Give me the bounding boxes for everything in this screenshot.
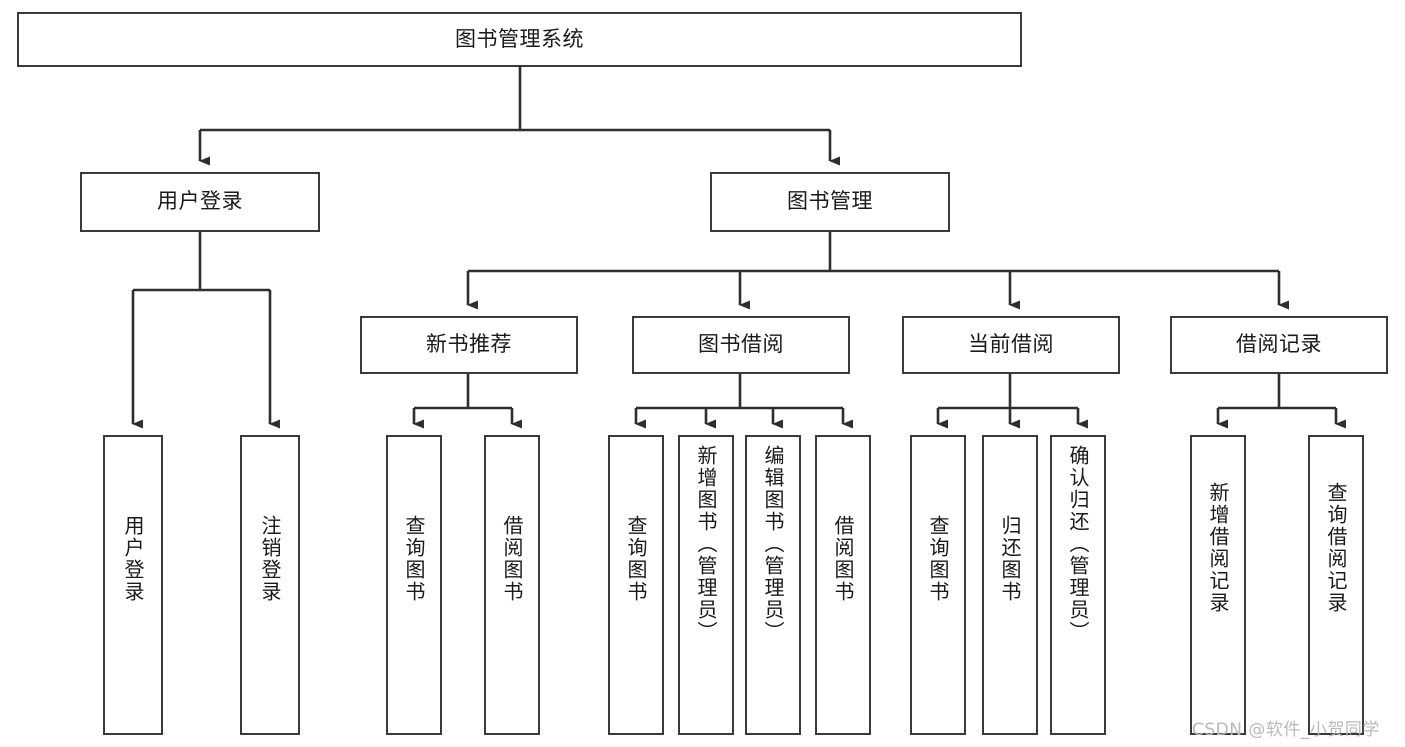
- node-leaf-user-login[interactable]: 用户登录: [103, 435, 163, 735]
- node-book-management[interactable]: 图书管理: [710, 172, 950, 232]
- node-leaf-add-borrow-record[interactable]: 新增借阅记录: [1190, 435, 1246, 735]
- node-leaf-confirm-return-admin[interactable]: 确认归还（管理员）: [1050, 435, 1106, 735]
- node-label: 查询借阅记录: [1324, 482, 1348, 614]
- node-leaf-borrow-book-1[interactable]: 借阅图书: [484, 435, 540, 735]
- node-label: 新增借阅记录: [1206, 482, 1230, 614]
- node-label: 图书管理: [787, 189, 873, 214]
- node-label: 借阅图书: [500, 515, 524, 603]
- node-leaf-query-book-1[interactable]: 查询图书: [386, 435, 442, 735]
- node-leaf-edit-book-admin[interactable]: 编辑图书（管理员）: [745, 435, 801, 735]
- node-borrow-record[interactable]: 借阅记录: [1170, 316, 1388, 374]
- node-user-login[interactable]: 用户登录: [80, 172, 320, 232]
- node-leaf-logout-login[interactable]: 注销登录: [240, 435, 300, 735]
- node-label: 新增图书（管理员）: [694, 445, 718, 643]
- node-label: 用户登录: [121, 515, 145, 603]
- node-leaf-query-borrow-record[interactable]: 查询借阅记录: [1308, 435, 1364, 735]
- node-label: 借阅图书: [831, 515, 855, 603]
- node-leaf-query-book-3[interactable]: 查询图书: [910, 435, 966, 735]
- node-label: 图书管理系统: [455, 26, 584, 51]
- node-label: 用户登录: [157, 189, 243, 214]
- csdn-watermark: CSDN @软件_小贺同学: [1192, 720, 1380, 740]
- node-label: 查询图书: [402, 515, 426, 603]
- node-label: 查询图书: [926, 515, 950, 603]
- node-current-borrow[interactable]: 当前借阅: [902, 316, 1120, 374]
- node-label: 查询图书: [624, 515, 648, 603]
- node-book-management-system[interactable]: 图书管理系统: [17, 12, 1022, 67]
- node-label: 当前借阅: [968, 332, 1054, 357]
- node-label: 借阅记录: [1236, 332, 1322, 357]
- node-label: 注销登录: [258, 515, 282, 603]
- node-label: 新书推荐: [426, 332, 512, 357]
- node-leaf-borrow-book-2[interactable]: 借阅图书: [815, 435, 871, 735]
- node-label: 图书借阅: [698, 332, 784, 357]
- node-leaf-return-book[interactable]: 归还图书: [982, 435, 1038, 735]
- node-label: 确认归还（管理员）: [1066, 445, 1090, 643]
- node-leaf-add-book-admin[interactable]: 新增图书（管理员）: [678, 435, 734, 735]
- node-leaf-query-book-2[interactable]: 查询图书: [608, 435, 664, 735]
- node-label: 归还图书: [998, 515, 1022, 603]
- node-label: 编辑图书（管理员）: [761, 445, 785, 643]
- node-new-book-recommend[interactable]: 新书推荐: [360, 316, 578, 374]
- node-book-borrow[interactable]: 图书借阅: [632, 316, 850, 374]
